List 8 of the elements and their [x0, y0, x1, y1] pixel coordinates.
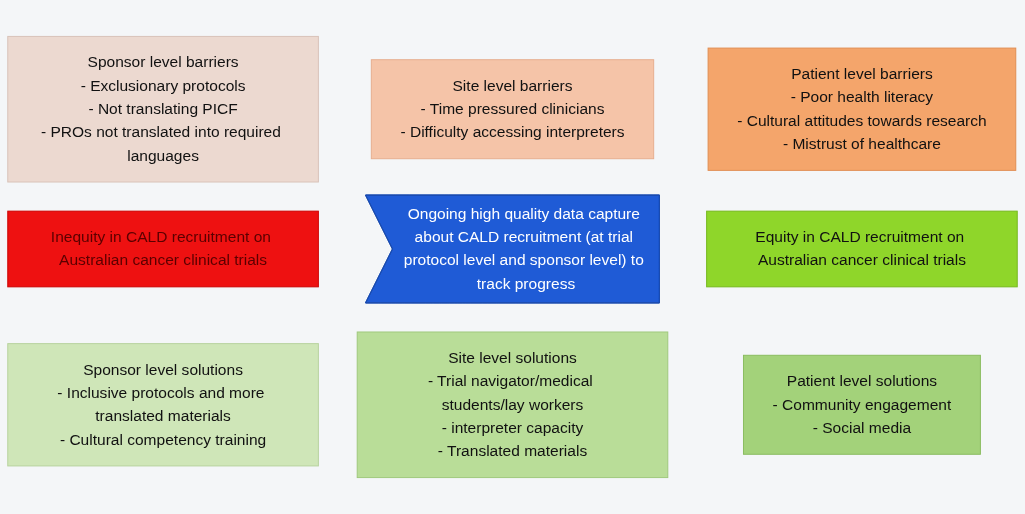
node-box: Equity in CALD recruitment on Australian cancer clinical trials [706, 210, 1018, 288]
node-box: Site level barriers - Time pressured clinicians - Difficulty accessing interpreters [370, 59, 655, 160]
node-box: Patient level solutions - Community engagement - Social media [743, 354, 981, 455]
node-box: Site level solutions - Trial navigator/medical students/lay workers - interpreter capacity - Translated materials [356, 331, 669, 479]
node-box: Sponsor level solutions - Inclusive protocols and more translated materials - Cultural competency training [7, 343, 319, 467]
node-box: Inequity in CALD recruitment on Australian cancer clinical trials [7, 210, 319, 288]
node-box: Sponsor level barriers - Exclusionary protocols - Not translating PICF - PROs not translated into required languages [7, 35, 319, 183]
node-box: Patient level barriers - Poor health literacy - Cultural attitudes towards research - Mistrust of healthcare [707, 47, 1017, 171]
